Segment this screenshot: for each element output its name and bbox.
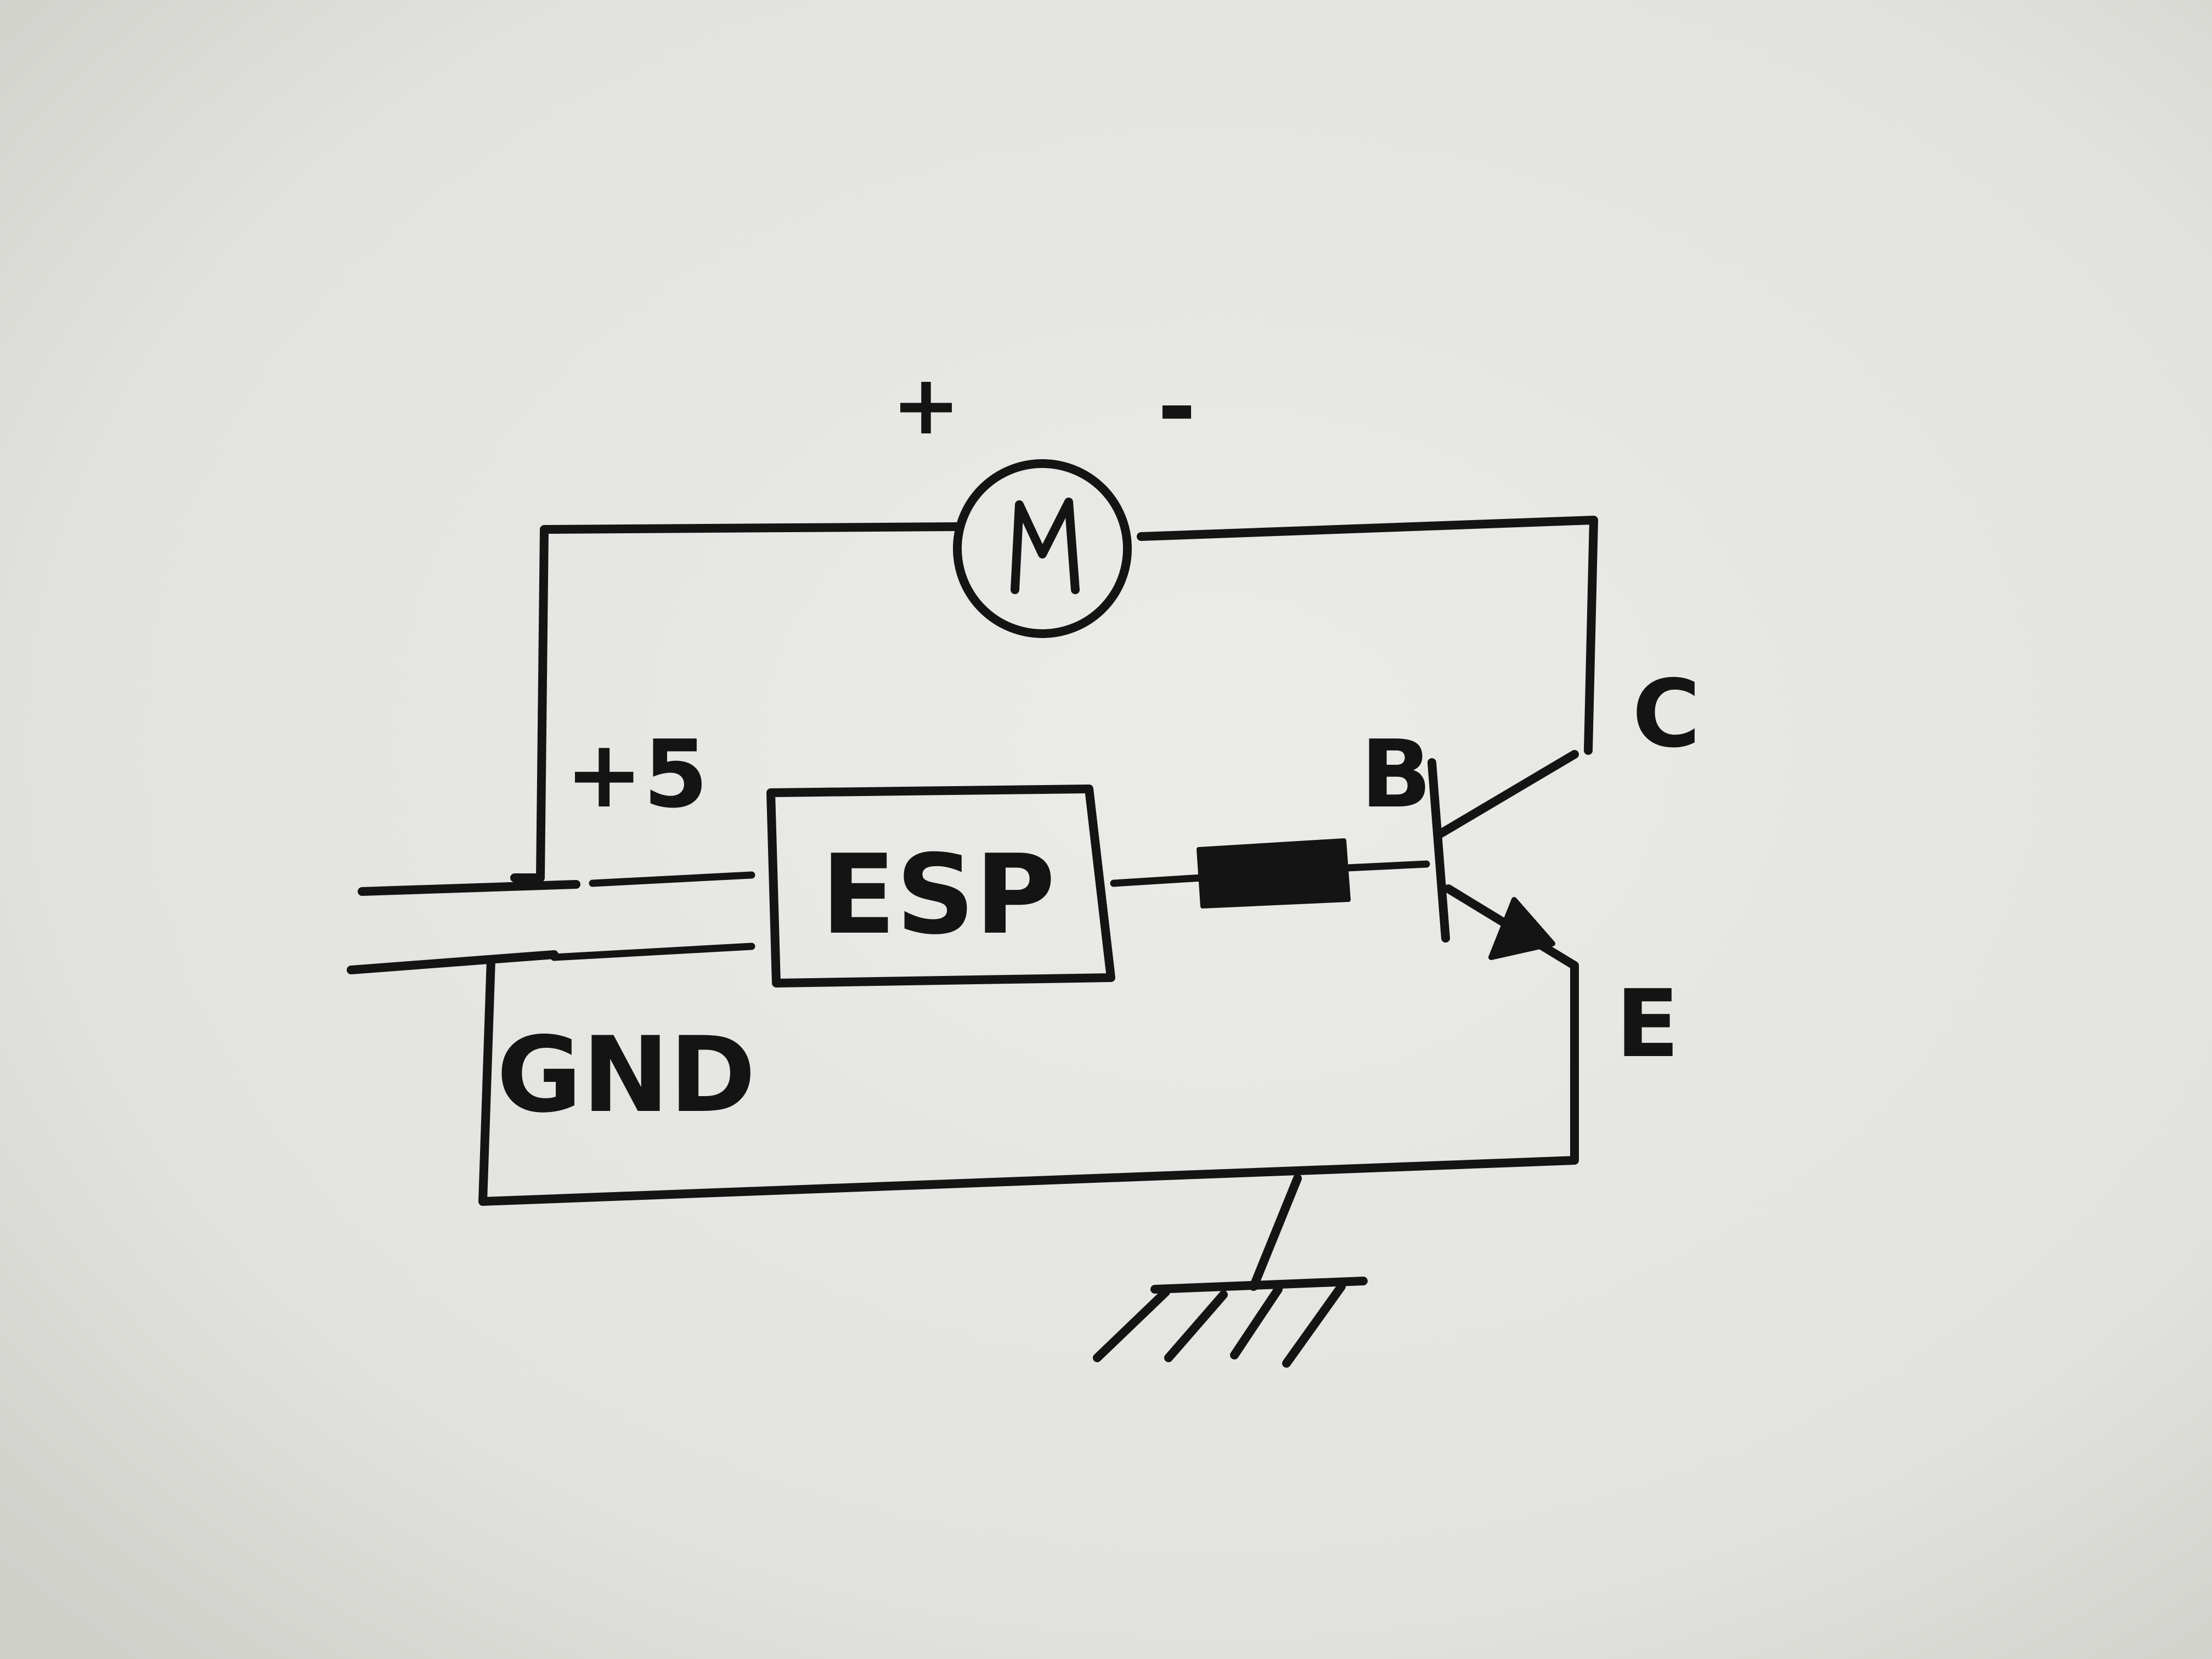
ground-label: GND bbox=[496, 1014, 756, 1136]
transistor-collector-lead bbox=[1436, 750, 1579, 838]
positive-rail-to-esp bbox=[589, 871, 755, 887]
collector-label: C bbox=[1632, 660, 1701, 769]
motor-plus-label: + bbox=[891, 358, 961, 453]
ground-symbol-bar bbox=[1150, 1277, 1368, 1294]
motor-symbol bbox=[953, 459, 1132, 638]
ground-return-wire bbox=[478, 956, 1579, 1206]
ground-symbol-hatch bbox=[1093, 1282, 1346, 1368]
ground-supply-rail bbox=[347, 950, 558, 974]
esp-label: ESP bbox=[821, 831, 1055, 959]
transistor-base-bar bbox=[1427, 758, 1450, 943]
supply-to-motor-wire bbox=[510, 522, 962, 882]
resistor-to-base-wire bbox=[1343, 860, 1430, 872]
ground-rail-to-esp bbox=[550, 943, 755, 961]
base-label: B bbox=[1361, 720, 1432, 829]
positive-supply-rail bbox=[358, 880, 580, 896]
motor-to-collector-wire bbox=[1137, 516, 1598, 755]
motor-m-glyph bbox=[1011, 498, 1080, 594]
motor-minus-label: - bbox=[1158, 353, 1197, 461]
emitter-label: E bbox=[1616, 970, 1679, 1079]
esp-module-box bbox=[766, 785, 1115, 988]
esp-to-resistor-wire bbox=[1110, 874, 1205, 887]
emitter-arrow-icon bbox=[1488, 897, 1555, 960]
positive-supply-label: +5 bbox=[565, 720, 708, 829]
base-resistor bbox=[1197, 838, 1351, 909]
ground-symbol-stem bbox=[1249, 1174, 1302, 1291]
